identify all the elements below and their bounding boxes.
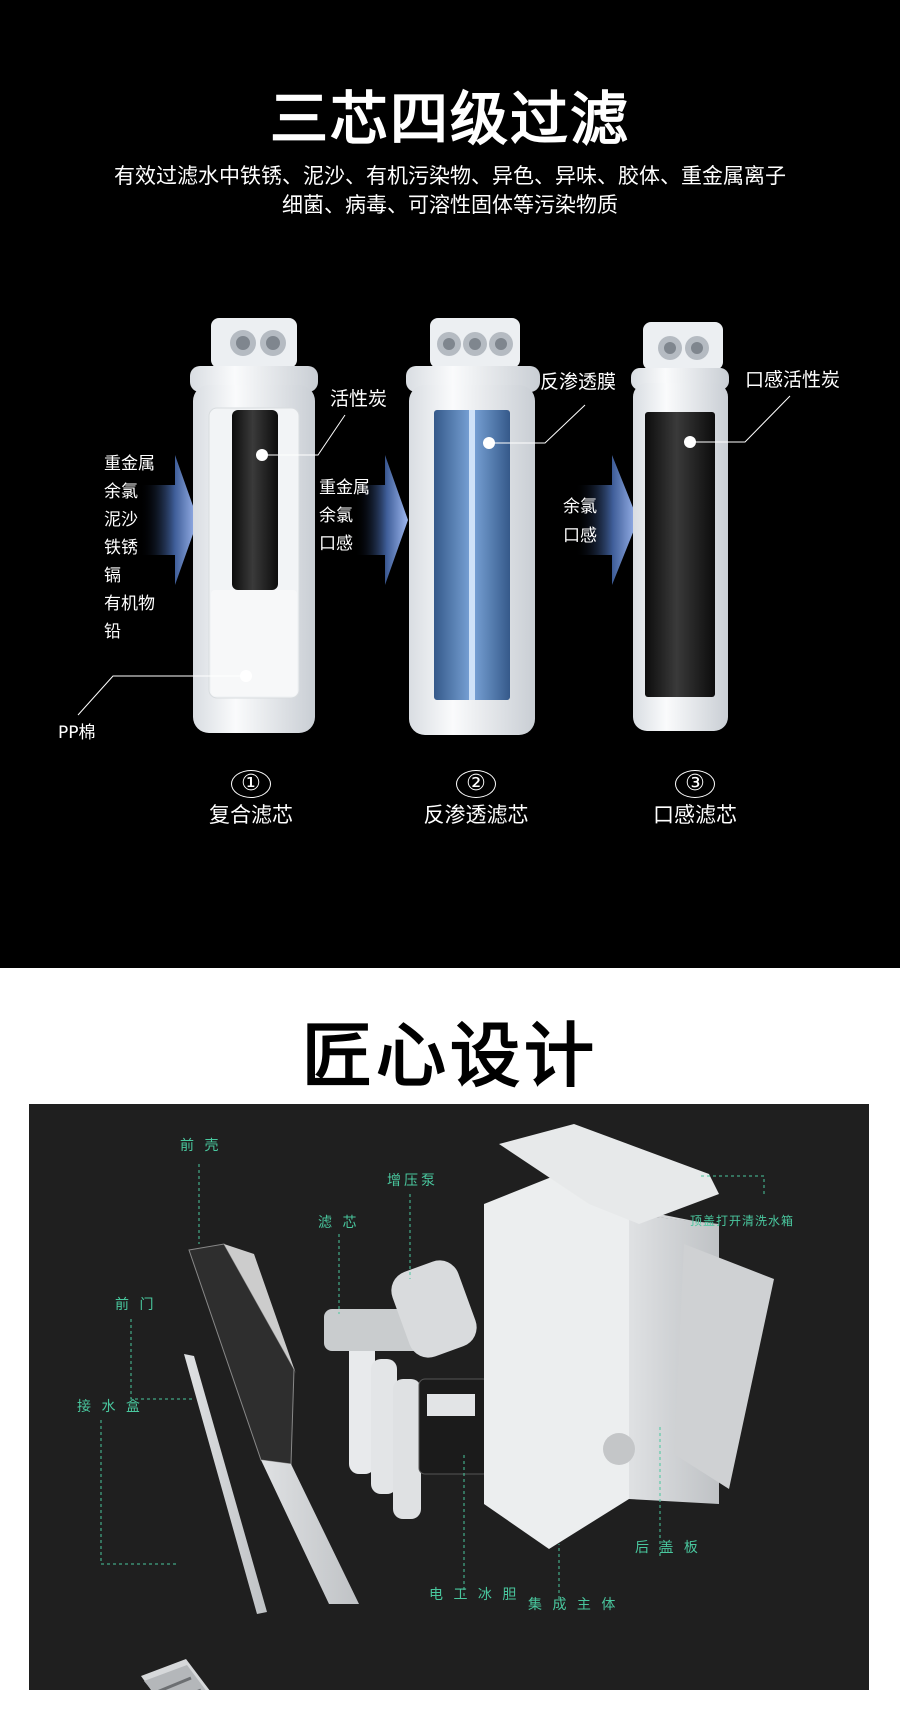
part-label-drip-tray: 接 水 盒: [77, 1399, 143, 1415]
filter3-carbon-label: 口感活性炭: [745, 369, 841, 391]
filter2-input-label: 重金属: [319, 478, 370, 498]
filter3-input-label: 口感: [563, 526, 597, 546]
section-subtitle-line1: 有效过滤水中铁锈、泥沙、有机污染物、异色、异味、胶体、重金属离子: [114, 164, 786, 188]
booster-pump-part: [391, 1260, 477, 1358]
filter2-membrane-label: 反渗透膜: [540, 371, 617, 393]
filter1-input-label: 镉: [104, 566, 121, 586]
filter1-input-label: 铁锈: [104, 538, 138, 558]
part-label-electric-tank: 电 工 冰 胆: [429, 1587, 520, 1603]
filter1-input-label: 泥沙: [104, 510, 138, 530]
filter-cartridge-1: [77, 318, 346, 733]
design-section-title: 匠心设计: [302, 1015, 598, 1097]
filter1-caption: 复合滤芯: [209, 803, 293, 827]
section-subtitle-line2: 细菌、病毒、可溶性固体等污染物质: [282, 193, 618, 217]
flow-arrow-1: [140, 455, 198, 585]
filter3-number: ③: [675, 770, 715, 798]
filter2-input-label: 余氯: [319, 506, 353, 526]
part-label-filter: 滤 芯: [318, 1215, 360, 1231]
exploded-view-illustration: [100, 1124, 774, 1690]
flow-arrow-2: [355, 455, 408, 585]
filters-illustration: [77, 318, 791, 735]
filter3-input-label: 余氯: [563, 497, 597, 517]
electric-tank-part: [418, 1378, 490, 1475]
part-label-pump: 增压泵: [387, 1173, 438, 1189]
rear-panel-part: [674, 1244, 774, 1489]
part-label-top-cover: 顶盖打开清洗水箱: [690, 1214, 795, 1228]
filter1-input-label: 铅: [104, 622, 121, 642]
filter2-caption: 反渗透滤芯: [423, 803, 529, 827]
filter-cartridge-3: [631, 322, 791, 731]
flow-arrow-3: [575, 455, 638, 585]
filter1-carbon-label: 活性炭: [330, 388, 388, 410]
filter1-input-label: 余氯: [104, 482, 138, 502]
part-label-front-door: 前 门: [115, 1297, 157, 1313]
filter1-pp-label: PP棉: [58, 723, 96, 743]
front-door-part: [184, 1354, 267, 1614]
part-label-main-body: 集 成 主 体: [528, 1597, 619, 1613]
filter2-number: ②: [456, 770, 496, 798]
part-label-rear-panel: 后 盖 板: [635, 1540, 701, 1556]
filter1-input-label: 有机物: [104, 594, 155, 614]
filter2-input-label: 口感: [319, 534, 353, 554]
front-shell-part: [188, 1243, 359, 1604]
drip-tray-part: [141, 1659, 210, 1690]
top-cover-part: [499, 1124, 719, 1224]
section-title: 三芯四级过滤: [269, 85, 630, 153]
filter-cartridge-2: [406, 318, 586, 735]
filter3-caption: 口感滤芯: [653, 803, 737, 827]
filter1-input-label: 重金属: [104, 454, 155, 474]
part-label-front-shell: 前 壳: [180, 1138, 222, 1154]
exploded-view-diagram: 前 壳 前 门 接 水 盒 滤 芯 增压泵 顶盖打开清洗水箱 后 盖 板 电 工…: [29, 1104, 869, 1690]
filter1-number: ①: [231, 770, 271, 798]
filtration-section: 三芯四级过滤 有效过滤水中铁锈、泥沙、有机污染物、异色、异味、胶体、重金属离子 …: [0, 0, 900, 968]
